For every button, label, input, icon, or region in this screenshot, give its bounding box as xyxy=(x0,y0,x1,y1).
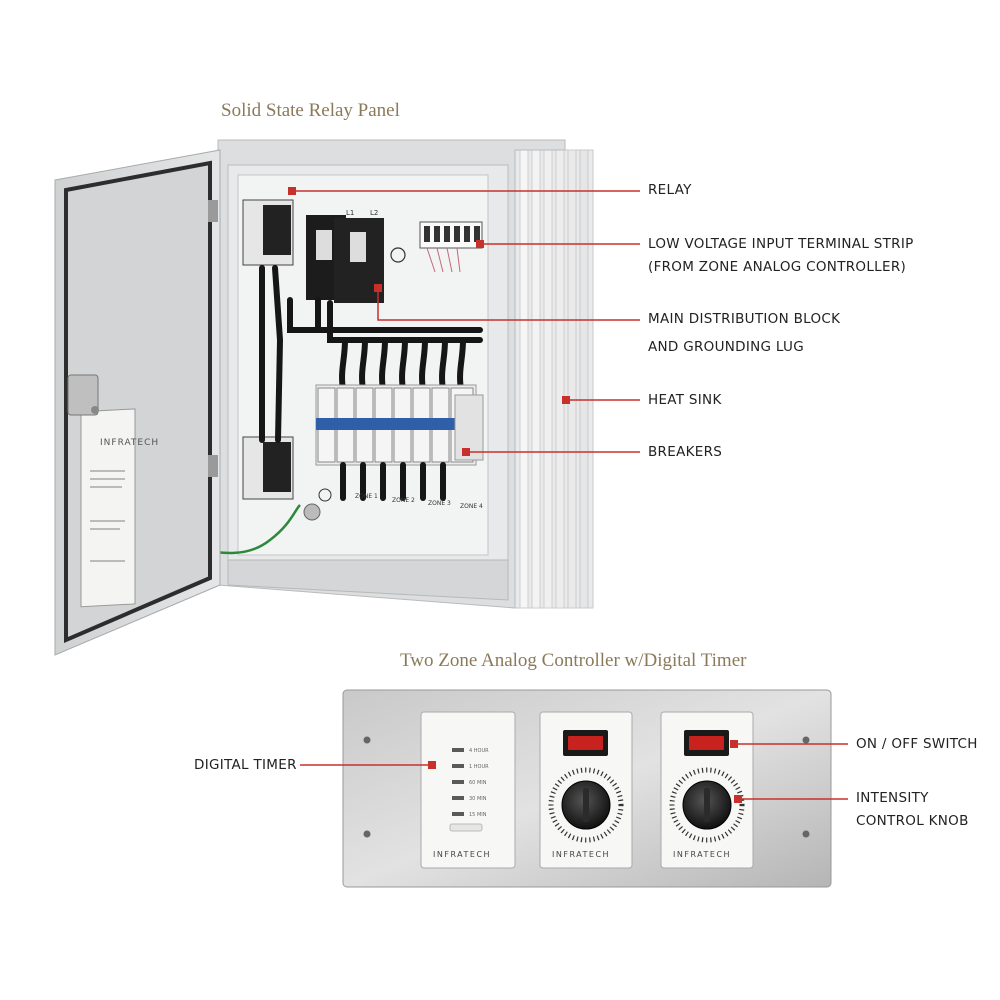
zone4-label: ZONE 4 xyxy=(460,503,483,510)
controller-title: Two Zone Analog Controller w/Digital Tim… xyxy=(400,650,747,671)
zone2-label: ZONE 2 xyxy=(392,497,415,504)
callout-low-voltage-2: (FROM ZONE ANALOG CONTROLLER) xyxy=(648,259,907,275)
callout-heat-sink: HEAT SINK xyxy=(648,392,722,408)
panel-leaders xyxy=(288,187,640,456)
panel-door: INFRATECH xyxy=(54,149,221,656)
timer-4hour: 4 HOUR xyxy=(469,748,489,754)
callout-main-dist-2: AND GROUNDING LUG xyxy=(648,339,804,355)
callout-low-voltage-1: LOW VOLTAGE INPUT TERMINAL STRIP xyxy=(648,236,914,252)
zone1-brand: INFRATECH xyxy=(552,850,610,859)
zone3-label: ZONE 3 xyxy=(428,500,451,507)
controller-leaders xyxy=(300,740,848,803)
door-brand: INFRATECH xyxy=(100,438,159,448)
relay-panel: L1 L2 xyxy=(54,139,594,656)
zone1-label: ZONE 1 xyxy=(355,493,378,500)
callout-breakers: BREAKERS xyxy=(648,444,723,460)
callout-on-off-switch: ON / OFF SWITCH xyxy=(856,736,978,752)
heat-sink xyxy=(512,149,594,609)
timer-60min: 60 MIN xyxy=(469,780,487,786)
zone1-control: INFRATECH xyxy=(539,711,633,869)
breakers xyxy=(315,384,484,501)
relay-panel-title: Solid State Relay Panel xyxy=(221,100,400,121)
callout-intensity-1: INTENSITY xyxy=(856,790,929,806)
l2-label: L2 xyxy=(370,209,378,217)
callout-intensity-2: CONTROL KNOB xyxy=(856,813,969,829)
callout-digital-timer: DIGITAL TIMER xyxy=(194,757,297,773)
timer-15min: 15 MIN xyxy=(469,812,487,818)
l1-label: L1 xyxy=(346,209,354,217)
controller: 4 HOUR 1 HOUR 60 MIN 30 MIN 15 MIN INFRA… xyxy=(342,689,832,888)
callout-main-dist-1: MAIN DISTRIBUTION BLOCK xyxy=(648,311,841,327)
digital-timer-module: 4 HOUR 1 HOUR 60 MIN 30 MIN 15 MIN INFRA… xyxy=(420,711,516,869)
zone2-brand: INFRATECH xyxy=(673,850,731,859)
timer-brand: INFRATECH xyxy=(433,850,491,859)
callout-relay: RELAY xyxy=(648,182,692,198)
timer-1hour: 1 HOUR xyxy=(469,764,489,770)
timer-30min: 30 MIN xyxy=(469,796,487,802)
zone2-control: INFRATECH xyxy=(660,711,754,869)
